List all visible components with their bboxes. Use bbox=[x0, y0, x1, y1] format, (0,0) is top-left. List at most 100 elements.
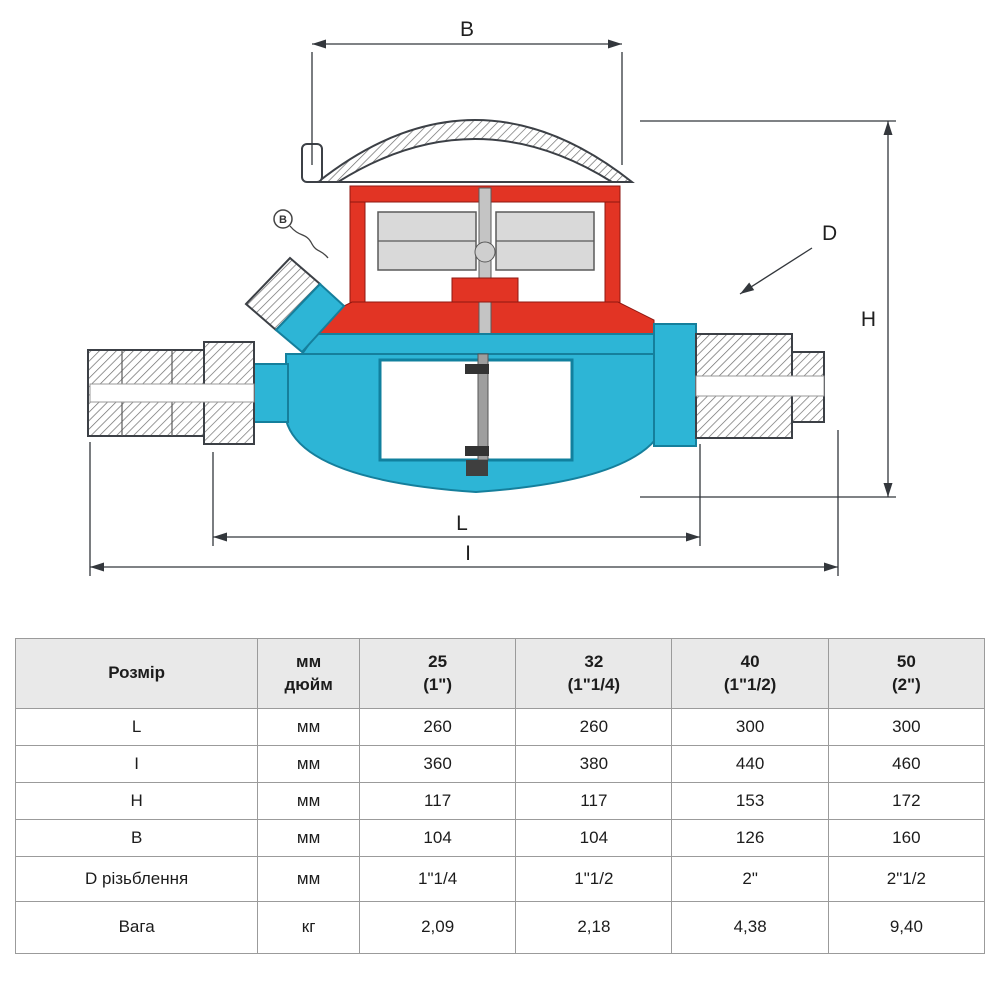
row-value: 300 bbox=[671, 708, 829, 746]
row-value: 300 bbox=[827, 708, 986, 746]
header-col-dn40-inch: (1"1/2) bbox=[723, 674, 777, 694]
mechanism-hub bbox=[451, 277, 519, 303]
outlet-fitting bbox=[653, 323, 825, 447]
chamber-seal-top bbox=[465, 364, 489, 374]
chamber-seal-bottom bbox=[465, 446, 489, 456]
row-label: D різьблення bbox=[14, 856, 259, 902]
spec-table-head: Розмір мм дюйм 25 (1") 32 (1"1/4) 40 bbox=[14, 638, 986, 709]
spec-table-section: Розмір мм дюйм 25 (1") 32 (1"1/4) 40 bbox=[0, 612, 1000, 954]
row-value: 104 bbox=[515, 819, 673, 857]
dim-h-arrow-top bbox=[883, 121, 893, 135]
dim-b-label: B bbox=[460, 18, 474, 41]
row-value: 1"1/2 bbox=[515, 856, 673, 902]
row-unit: мм bbox=[257, 745, 360, 783]
row-label: L bbox=[14, 708, 259, 746]
inlet-fitting bbox=[87, 256, 346, 445]
row-value: 460 bbox=[827, 745, 986, 783]
seal-wire-line bbox=[289, 225, 329, 259]
row-value: 4,38 bbox=[671, 901, 829, 954]
row-unit: мм bbox=[257, 819, 360, 857]
header-unit-line-1: мм bbox=[296, 652, 322, 672]
dim-d-leader bbox=[739, 247, 813, 295]
row-value: 117 bbox=[358, 782, 517, 820]
row-value: 1"1/4 bbox=[358, 856, 517, 902]
dim-i-label: I bbox=[465, 542, 471, 565]
row-value: 2"1/2 bbox=[827, 856, 986, 902]
dim-d-label: D bbox=[822, 222, 837, 245]
row-value: 380 bbox=[515, 745, 673, 783]
header-col-dn25-size: 25 bbox=[428, 652, 448, 672]
dim-d-arrow bbox=[740, 282, 755, 294]
row-value: 2,18 bbox=[515, 901, 673, 954]
measuring-mechanism bbox=[315, 185, 655, 335]
header-col-dn50-inch: (2") bbox=[891, 674, 921, 694]
row-value: 260 bbox=[358, 708, 517, 746]
outlet-bore bbox=[695, 375, 825, 397]
header-col-dn50-size: 50 bbox=[896, 652, 916, 672]
spec-table: Розмір мм дюйм 25 (1") 32 (1"1/4) 40 bbox=[14, 638, 986, 954]
row-label: B bbox=[14, 819, 259, 857]
meter-body bbox=[285, 333, 670, 494]
row-unit: мм bbox=[257, 856, 360, 902]
register-lid bbox=[301, 119, 635, 183]
dim-l-label: L bbox=[456, 512, 468, 535]
dimension-b: B bbox=[311, 18, 623, 165]
header-col-dn32: 32 (1"1/4) bbox=[515, 638, 673, 709]
header-col-dn50: 50 (2") bbox=[827, 638, 986, 709]
gear-wheel bbox=[474, 241, 496, 263]
header-col-dn32-size: 32 bbox=[584, 652, 604, 672]
seal-tag bbox=[273, 209, 293, 229]
bottom-plug bbox=[466, 460, 488, 476]
row-value: 2,09 bbox=[358, 901, 517, 954]
row-value: 126 bbox=[671, 819, 829, 857]
row-value: 440 bbox=[671, 745, 829, 783]
seal-tag-label: B bbox=[279, 214, 287, 226]
row-label: Вага bbox=[14, 901, 259, 954]
table-header-row: Розмір мм дюйм 25 (1") 32 (1"1/4) 40 bbox=[14, 638, 986, 709]
row-unit: мм bbox=[257, 782, 360, 820]
dimension-d: D bbox=[739, 222, 837, 295]
dimension-h: H bbox=[640, 120, 896, 498]
row-value: 117 bbox=[515, 782, 673, 820]
dim-i-arrow-right bbox=[824, 562, 838, 572]
header-col-dn25-inch: (1") bbox=[423, 674, 453, 694]
outlet-flange bbox=[653, 323, 697, 447]
dimension-l: L bbox=[212, 444, 701, 546]
body-flange bbox=[300, 333, 670, 355]
header-units: мм дюйм bbox=[257, 638, 360, 709]
dimension-i: I bbox=[89, 430, 839, 576]
lid-dome bbox=[315, 119, 635, 183]
row-unit: мм bbox=[257, 708, 360, 746]
header-unit-line-2: дюйм bbox=[284, 674, 333, 694]
row-value: 160 bbox=[827, 819, 986, 857]
dim-h-arrow-bottom bbox=[883, 483, 893, 497]
dim-h-label: H bbox=[861, 308, 876, 331]
row-unit: кг bbox=[257, 901, 360, 954]
row-value: 360 bbox=[358, 745, 517, 783]
row-value: 153 bbox=[671, 782, 829, 820]
header-col-dn40: 40 (1"1/2) bbox=[671, 638, 829, 709]
inlet-bore bbox=[89, 383, 255, 403]
measuring-chamber bbox=[378, 358, 574, 462]
row-label: I bbox=[14, 745, 259, 783]
inlet-wedge bbox=[274, 282, 346, 354]
row-value: 2" bbox=[671, 856, 829, 902]
row-value: 104 bbox=[358, 819, 517, 857]
meter-cross-section: B bbox=[87, 18, 896, 576]
header-col-dn32-inch: (1"1/4) bbox=[567, 674, 621, 694]
row-value: 260 bbox=[515, 708, 673, 746]
dim-i-arrow-left bbox=[90, 562, 104, 572]
row-value: 172 bbox=[827, 782, 986, 820]
inlet-pipe bbox=[253, 363, 289, 423]
row-label: H bbox=[14, 782, 259, 820]
header-col-dn40-size: 40 bbox=[740, 652, 760, 672]
dim-b-arrow-left bbox=[312, 39, 326, 49]
